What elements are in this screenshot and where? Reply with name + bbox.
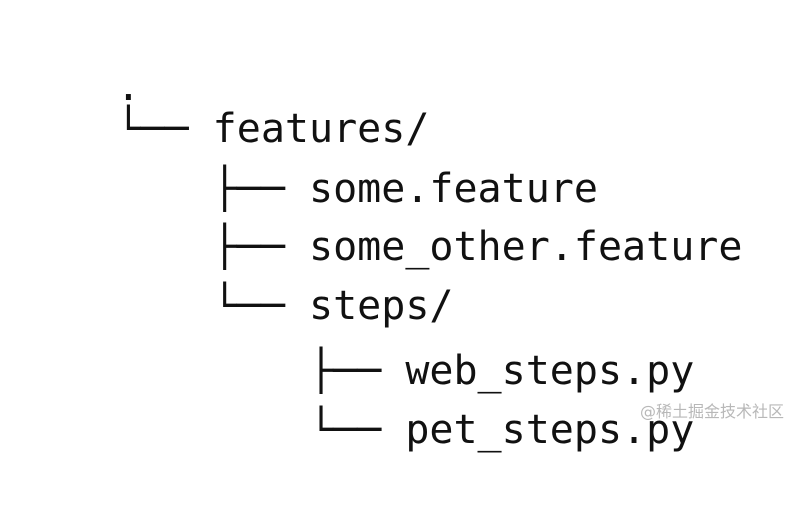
tree-branch: ├──	[116, 348, 406, 394]
tree-branch: ├──	[116, 224, 309, 270]
tree-item-label: features/	[212, 106, 430, 152]
tree-root: .	[20, 0, 140, 110]
tree-item-features: └── features/	[20, 42, 429, 152]
tree-item-label: some.feature	[308, 166, 598, 212]
tree-item-some-other-feature: ├── some_other.feature	[20, 160, 743, 270]
watermark: @稀土掘金技术社区	[639, 402, 784, 421]
tree-item-web-steps: ├── web_steps.py	[20, 284, 694, 394]
tree-branch: └──	[116, 283, 309, 329]
tree-item-label: steps/	[308, 283, 454, 329]
tree-root-marker: .	[116, 64, 141, 110]
tree-item-pet-steps: └── pet_steps.py	[20, 343, 694, 453]
tree-item-label: web_steps.py	[405, 348, 695, 394]
tree-branch: ├──	[116, 166, 309, 212]
tree-item-steps: └── steps/	[20, 219, 454, 329]
tree-item-label: some_other.feature	[308, 224, 743, 270]
tree-item-some-feature: ├── some.feature	[20, 102, 598, 212]
directory-tree: . └── features/ ├── some.feature ├── som…	[20, 0, 780, 453]
tree-branch: └──	[116, 407, 406, 453]
tree-branch: └──	[116, 106, 213, 152]
